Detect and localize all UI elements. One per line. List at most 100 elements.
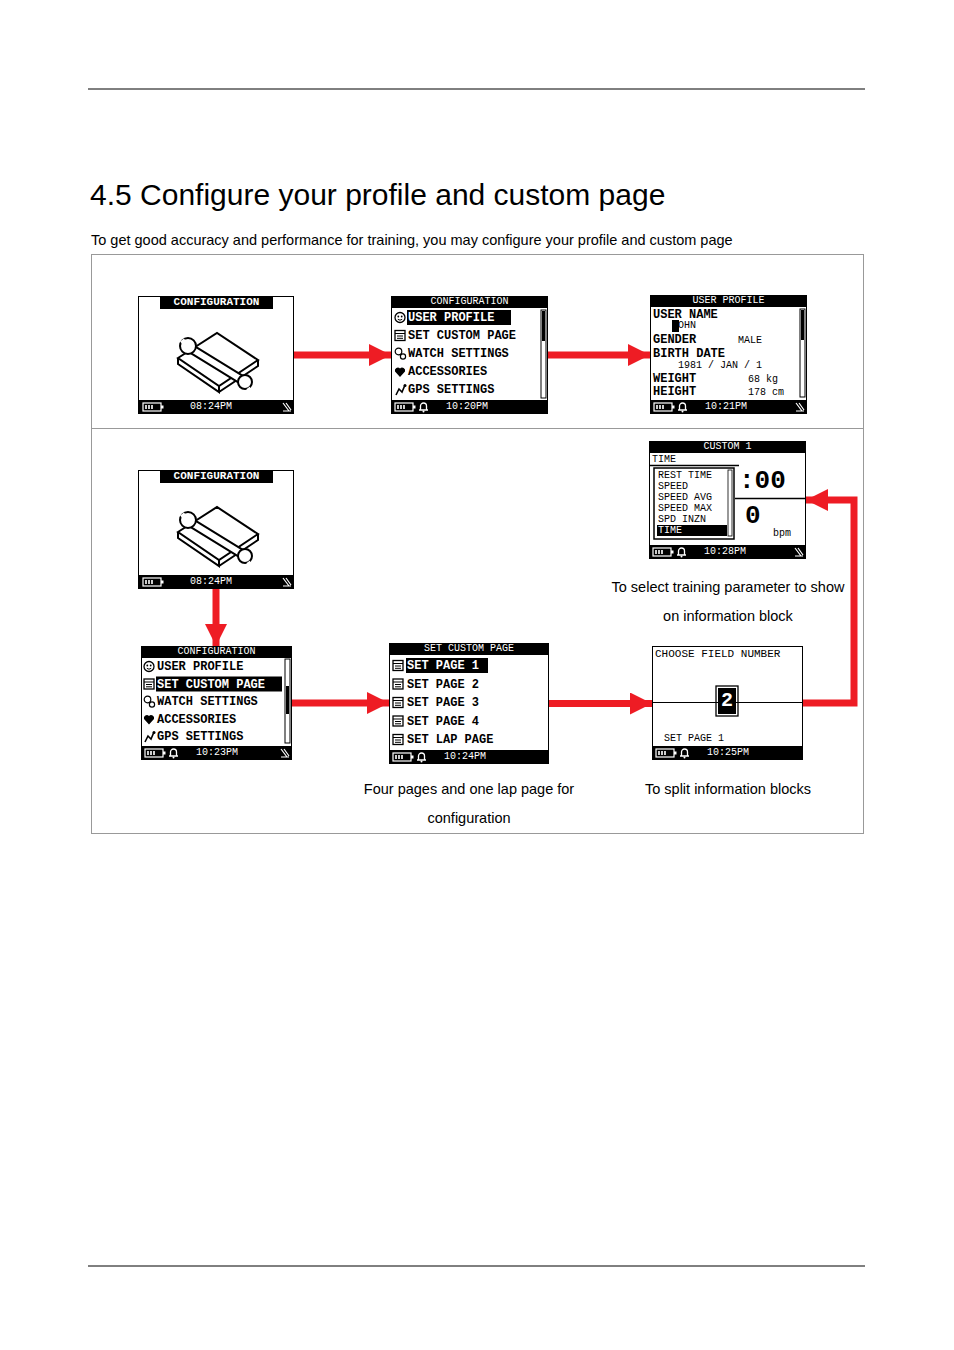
screen-text: HEIGHT — [653, 386, 696, 398]
lcd-graphic — [800, 309, 805, 397]
lcd-graphic — [795, 548, 803, 556]
frame-divider — [92, 428, 864, 429]
lcd-graphic — [395, 348, 405, 359]
lcd-graphic — [654, 403, 675, 411]
lcd-graphic — [728, 470, 732, 536]
screen-text: USER PROFILE — [650, 296, 807, 306]
lcd-graphic — [169, 749, 178, 759]
custom-screen-graphics — [649, 441, 806, 559]
lcd-graphic — [656, 749, 677, 757]
lcd-graphic — [178, 507, 258, 566]
device-screen: USER PROFILEUSER NAMEJOHNGENDERMALEBIRTH… — [650, 295, 807, 414]
lcd-graphic — [542, 311, 545, 341]
device-screen: CONFIGURATIONUSER PROFILESET CUSTOM PAGE… — [391, 296, 548, 414]
lcd-graphic — [145, 731, 156, 742]
field-screen-graphics — [652, 686, 803, 760]
lcd-graphic — [419, 403, 428, 413]
screen-text: GENDER — [653, 334, 696, 346]
screen-text: 10:25PM — [707, 748, 749, 758]
screen-text: CONFIGURATION — [141, 647, 292, 657]
lcd-graphic — [650, 400, 807, 414]
flow-arrow — [294, 352, 391, 359]
flow-arrow — [213, 589, 220, 646]
lcd-graphic — [141, 646, 292, 658]
lcd-graphic — [389, 643, 549, 655]
lcd-graphic — [406, 658, 488, 673]
screen-text: TIME — [652, 455, 676, 465]
lcd-graphic — [144, 662, 154, 672]
screen-text: WATCH SETTINGS — [157, 696, 258, 708]
lcd-graphic — [144, 679, 154, 689]
flow-arrow — [548, 352, 650, 359]
lcd-graphic — [143, 403, 164, 411]
screen-text: CONFIGURATION — [160, 471, 273, 482]
screen-text: 10:24PM — [444, 752, 486, 762]
lcd-graphic — [144, 696, 154, 707]
screen-text: SET LAP PAGE — [407, 734, 493, 746]
lcd-graphic — [716, 686, 738, 716]
lcd-graphic — [678, 403, 687, 413]
lcd-graphic — [160, 470, 273, 483]
device-screen: CONFIGURATION 08:24PM — [138, 296, 294, 414]
screen-text: 1981 / JAN / 1 — [678, 361, 762, 371]
flow-arrow — [549, 700, 652, 707]
screen-text: CONFIGURATION — [391, 297, 548, 307]
device-screen: SET CUSTOM PAGESET PAGE 1SET PAGE 2SET P… — [389, 643, 549, 764]
lcd-graphic — [657, 525, 727, 536]
lcd-graphic — [735, 498, 806, 500]
lcd-graphic — [395, 331, 405, 341]
screen-text: MALE — [738, 336, 762, 346]
device-screen: CONFIGURATIONUSER PROFILESET CUSTOM PAGE… — [141, 646, 292, 760]
device-screen: CHOOSE FIELD NUMBER2SET PAGE 110:25PM — [652, 646, 803, 760]
screen-text: SET PAGE 4 — [407, 716, 479, 728]
menu-screen-graphics — [391, 296, 548, 414]
flow-arrow — [292, 700, 389, 707]
profile-screen-graphics — [650, 295, 807, 414]
lcd-graphic — [144, 715, 154, 724]
caption-note: To select training parameter to show on … — [610, 573, 846, 631]
lcd-graphic — [796, 403, 804, 411]
screen-text: 10:20PM — [446, 402, 488, 412]
screen-text: CHOOSE FIELD NUMBER — [655, 649, 780, 660]
screen-text: 178 cm — [748, 388, 784, 398]
lcd-graphic — [145, 749, 166, 757]
screen-text: ACCESSORIES — [408, 366, 487, 378]
custom-page-screen-graphics — [389, 643, 549, 764]
screen-text: CUSTOM 1 — [649, 442, 806, 452]
splash-screen-graphics — [138, 470, 294, 589]
screen-text: BIRTH DATE — [653, 348, 725, 360]
lcd-graphic — [653, 548, 674, 556]
screen-text: SET PAGE 3 — [407, 697, 479, 709]
screen-text: USER PROFILE — [408, 312, 494, 324]
figure-frame — [92, 255, 864, 834]
screen-text: 08:24PM — [190, 577, 232, 587]
screen-text: SET CUSTOM PAGE — [389, 644, 549, 654]
lcd-graphic — [395, 403, 416, 411]
lcd-graphic — [138, 400, 294, 414]
lcd-graphic — [393, 735, 403, 745]
screen-text: bpm — [773, 529, 791, 539]
lcd-graphic — [654, 468, 734, 539]
flow-arrow — [803, 500, 854, 703]
screen-text: SPEED — [658, 482, 688, 492]
lcd-graphic — [393, 661, 403, 671]
screen-text: GPS SETTINGS — [157, 731, 243, 743]
screen-text: 68 kg — [748, 375, 778, 385]
header-rule — [88, 89, 865, 90]
lcd-graphic — [393, 753, 414, 761]
lcd-graphic — [680, 749, 689, 759]
caption-note: To split information blocks — [610, 775, 846, 804]
lcd-graphic — [541, 310, 546, 398]
lcd-graphic — [138, 575, 294, 589]
screen-text: CONFIGURATION — [160, 297, 273, 308]
lcd-graphic — [389, 750, 549, 764]
screen-text: 0 — [745, 503, 761, 529]
lcd-graphic — [286, 686, 289, 714]
screen-text: GPS SETTINGS — [408, 384, 494, 396]
screen-text: :00 — [739, 468, 786, 494]
screen-text: 08:24PM — [190, 402, 232, 412]
lcd-graphic — [281, 749, 289, 757]
lcd-graphic — [160, 296, 273, 309]
screen-text: WATCH SETTINGS — [408, 348, 509, 360]
